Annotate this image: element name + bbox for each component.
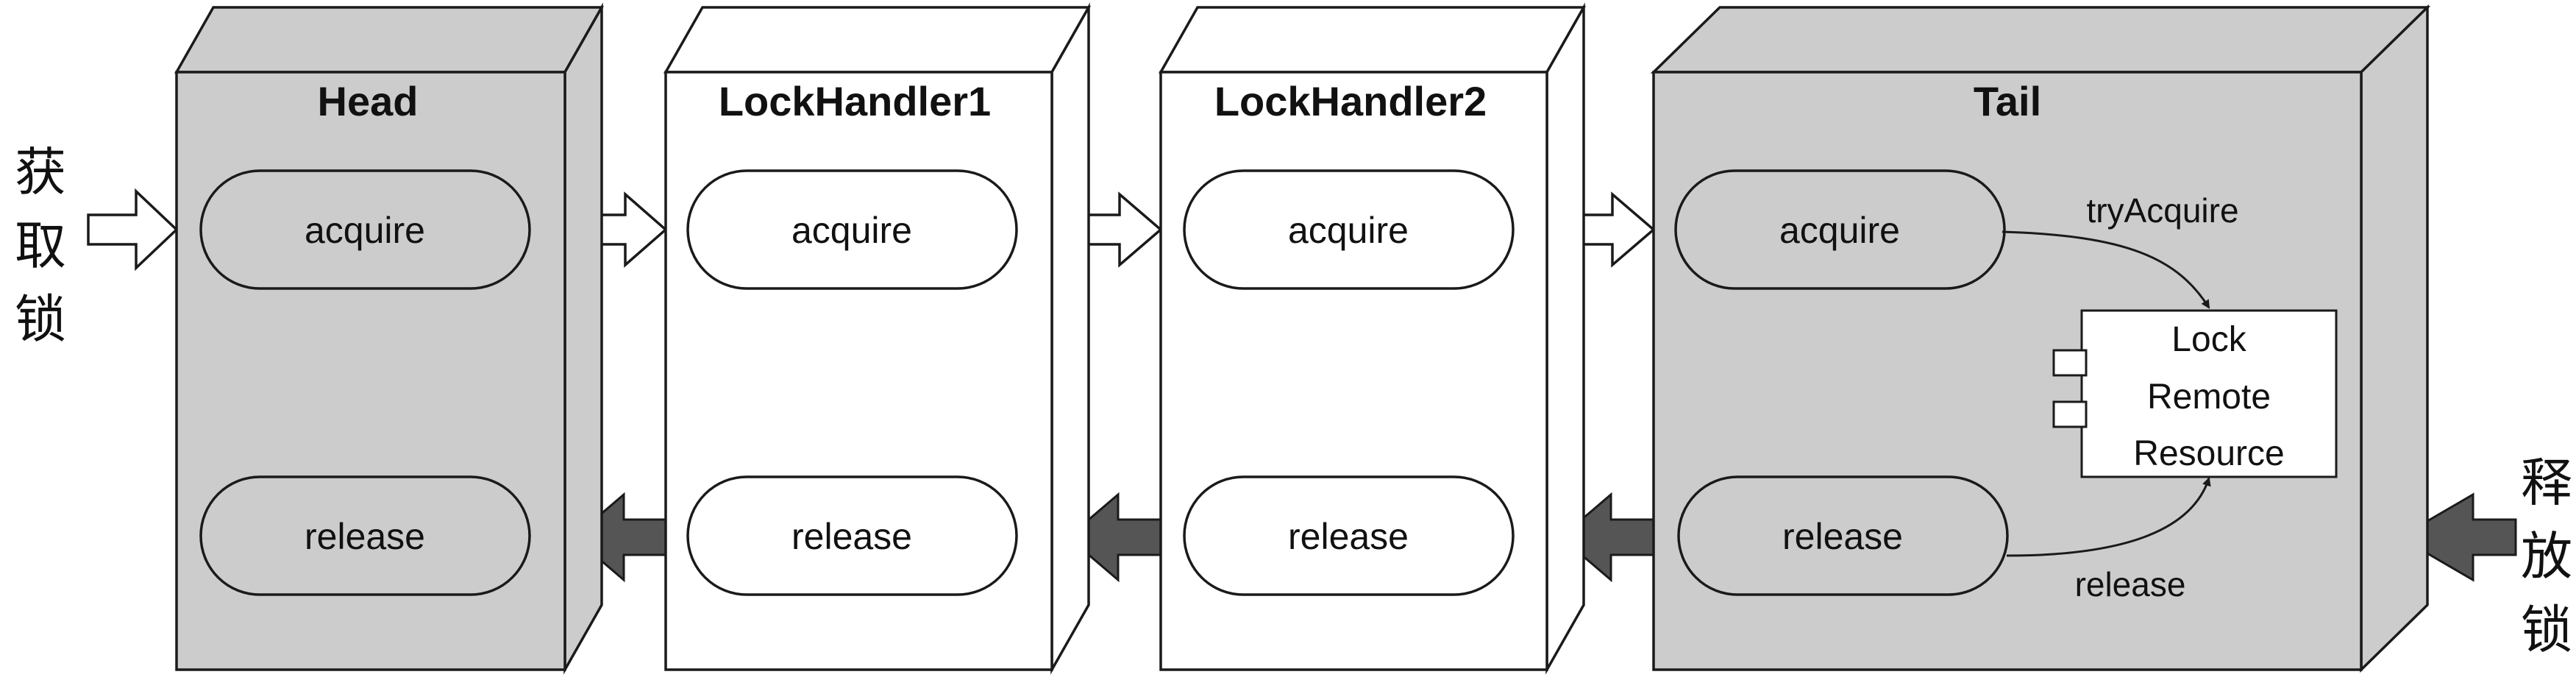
left-label-char-1: 获 bbox=[15, 142, 66, 202]
lockhandler2-release-pill bbox=[1183, 475, 1515, 596]
lockhandler2-title: LockHandler2 bbox=[1214, 78, 1487, 124]
release-arrows bbox=[572, 492, 2517, 583]
acquire-arrow-lockhandler1-to-lockhandler2 bbox=[1078, 191, 1163, 268]
node-lockhandler2: LockHandler2 acquire release bbox=[1158, 2, 1587, 675]
head-top-face bbox=[174, 6, 605, 74]
node-head: Head acquire release bbox=[174, 2, 605, 675]
node-tail: Tail acquire release Lock Remote Resourc… bbox=[1650, 4, 2431, 673]
lockhandler1-acquire-label: acquire bbox=[791, 210, 912, 251]
lockhandler2-side-face bbox=[1545, 2, 1585, 675]
resource-line-3: Resource bbox=[2133, 434, 2284, 473]
lockhandler2-acquire-pill bbox=[1183, 169, 1515, 290]
resource-line-1: Lock bbox=[2171, 320, 2246, 359]
lockhandler1-side-face bbox=[1050, 2, 1090, 675]
release-arrow-lockhandler2-to-lockhandler1 bbox=[1066, 492, 1162, 583]
lockhandler2-release-label: release bbox=[1288, 516, 1409, 557]
tail-release-pill bbox=[1677, 475, 2009, 596]
right-side-label: 释 放 锁 bbox=[2521, 453, 2572, 660]
tail-top-face bbox=[1650, 6, 2431, 74]
left-label-char-3: 锁 bbox=[15, 289, 66, 350]
lockhandler2-top-face bbox=[1158, 6, 1587, 74]
lockhandler1-title: LockHandler1 bbox=[719, 78, 991, 124]
acquire-arrow-into-head bbox=[87, 188, 179, 272]
resource-connector-lower bbox=[2052, 400, 2088, 428]
lockhandler1-acquire-pill bbox=[686, 169, 1018, 290]
node-lockhandler1: LockHandler1 acquire release bbox=[663, 2, 1092, 675]
head-title: Head bbox=[318, 78, 419, 124]
lockhandler1-top-face bbox=[663, 6, 1092, 74]
resource-line-2: Remote bbox=[2147, 378, 2271, 417]
tail-acquire-pill bbox=[1674, 169, 2006, 290]
lockhandler1-release-label: release bbox=[791, 516, 912, 557]
lock-remote-resource: Lock Remote Resource bbox=[2052, 309, 2338, 478]
release-arrow-into-tail bbox=[2397, 492, 2517, 582]
right-label-char-1: 释 bbox=[2521, 453, 2572, 513]
tail-side-face bbox=[2360, 4, 2429, 673]
head-release-pill bbox=[199, 475, 531, 596]
tail-release-label: release bbox=[1782, 516, 1903, 557]
try-acquire-label: tryAcquire bbox=[2086, 191, 2238, 230]
tail-title: Tail bbox=[1974, 78, 2041, 124]
right-label-char-2: 放 bbox=[2521, 526, 2572, 587]
tail-acquire-label: acquire bbox=[1779, 210, 1900, 251]
right-label-char-3: 锁 bbox=[2521, 600, 2572, 660]
release-edge-label: release bbox=[2075, 565, 2186, 603]
try-acquire-curve bbox=[2002, 230, 2210, 309]
left-side-label: 获 取 锁 bbox=[15, 142, 66, 350]
head-side-face bbox=[563, 2, 603, 675]
head-acquire-label: acquire bbox=[305, 210, 425, 251]
release-arrow-tail-to-lockhandler2 bbox=[1559, 492, 1655, 583]
resource-connector-upper bbox=[2052, 349, 2088, 377]
left-label-char-2: 取 bbox=[15, 216, 66, 276]
lockhandler1-release-pill bbox=[686, 475, 1018, 596]
resource-box bbox=[2080, 309, 2338, 478]
head-release-label: release bbox=[305, 516, 425, 557]
release-curve bbox=[2006, 477, 2211, 557]
head-acquire-pill bbox=[199, 169, 531, 290]
lockhandler2-acquire-label: acquire bbox=[1288, 210, 1409, 251]
